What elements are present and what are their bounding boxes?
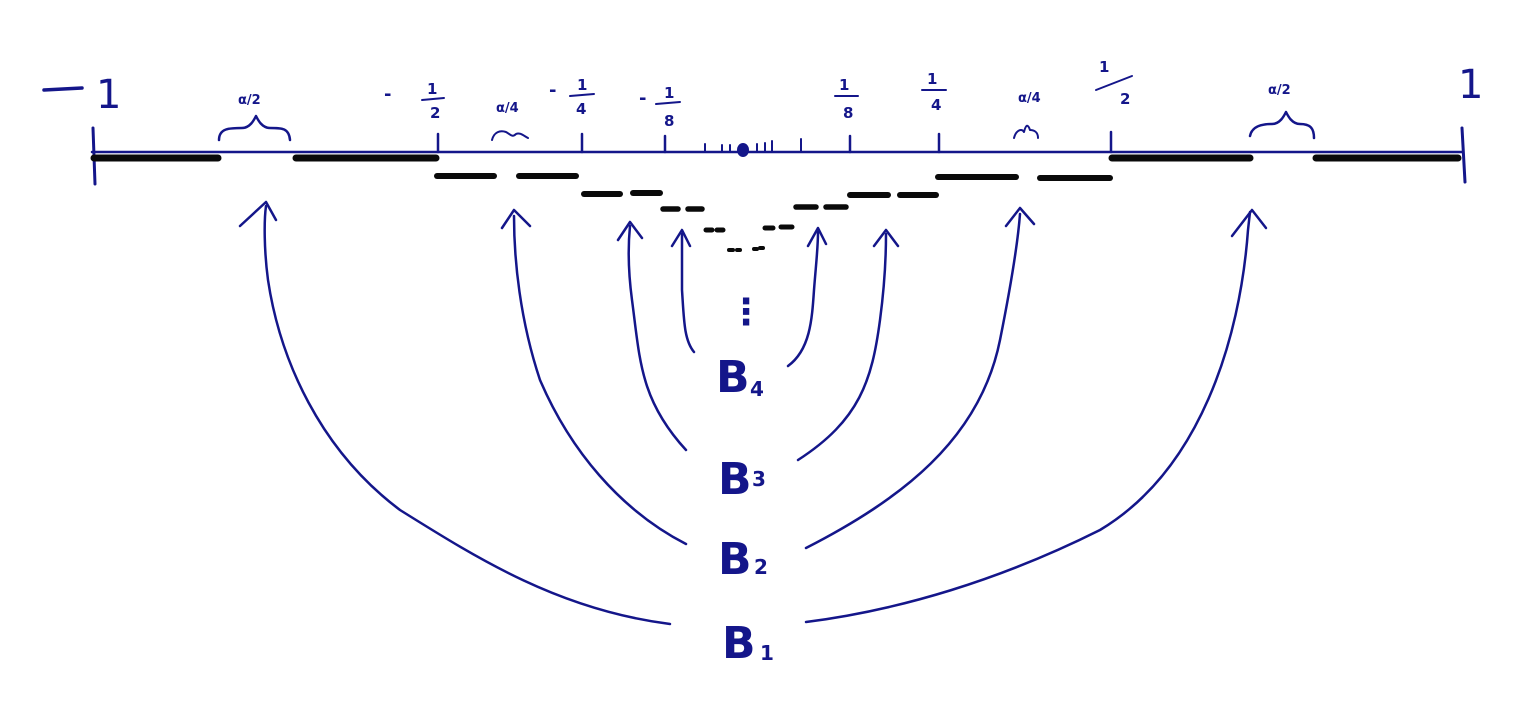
gap-brace: α/2	[217, 93, 292, 142]
tick-label-denominator: 8	[664, 112, 674, 130]
set-index: 4	[750, 377, 764, 401]
set-label-b3: B 3	[718, 454, 766, 505]
tick-label-sign: -	[384, 84, 391, 105]
arrow-b4-right	[786, 230, 820, 368]
left-end-label: 1	[96, 72, 121, 118]
tick-label: - 1 8	[639, 84, 681, 130]
tick-label: - 1 2	[384, 80, 445, 122]
tick-label: 1 8	[834, 76, 859, 122]
arrows-b3	[616, 220, 900, 462]
set-label-b4: B 4	[716, 352, 764, 403]
arrows-b4	[670, 226, 828, 368]
tick-label-numerator: 1	[577, 76, 587, 94]
right-end-label: 1	[1458, 62, 1483, 108]
gap-brace: α/4	[491, 101, 529, 141]
tick-label-denominator: 4	[576, 100, 586, 118]
set-letter: B	[722, 618, 756, 669]
set-index: 3	[752, 467, 766, 491]
tick-label-denominator: 8	[843, 104, 853, 122]
tick-label: - 1 4	[549, 76, 595, 118]
left-end-minus	[42, 86, 84, 92]
set-label-b2: B 2	[718, 534, 768, 585]
interval-bars	[90, 154, 1462, 252]
set-label-b1: B 1	[722, 618, 774, 669]
gap-label: α/4	[1018, 91, 1041, 106]
arrow-b3-right	[796, 232, 888, 462]
gap-label: α/4	[496, 101, 519, 116]
set-labels: B 4 B 3 B 2 B 1	[716, 352, 774, 669]
tick-label: 1 4	[921, 70, 947, 114]
tick-label-sign: -	[639, 88, 646, 109]
set-index: 2	[754, 555, 768, 579]
gap-label: α/2	[1268, 83, 1291, 98]
gap-label: α/2	[238, 93, 261, 108]
tick-label-numerator: 1	[427, 80, 437, 98]
set-index: 1	[760, 641, 774, 665]
tick-label-denominator: 4	[931, 96, 941, 114]
gap-annotations: α/2 α/4 α/4 α/2	[217, 83, 1316, 142]
tick-label: 1 2	[1095, 58, 1133, 108]
tick-label-denominator: 2	[1120, 90, 1130, 108]
arrow-b2-right	[804, 212, 1022, 550]
tick-marks	[436, 130, 1113, 157]
right-end-cap	[1460, 126, 1467, 184]
tick-label-numerator: 1	[1099, 58, 1109, 76]
tick-label-denominator: 2	[430, 104, 440, 122]
set-letter: B	[716, 352, 750, 403]
tick-label-numerator: 1	[927, 70, 937, 88]
tick-label-sign: -	[549, 80, 556, 101]
arrows-b1	[238, 200, 1268, 626]
set-letter: B	[718, 534, 752, 585]
tick-labels: - 1 2 - 1 4 - 1 8 1 8 1 4	[384, 58, 1133, 130]
continuation-dots: ⋮	[728, 292, 764, 333]
tick-label-numerator: 1	[664, 84, 674, 102]
gap-brace: α/4	[1013, 91, 1041, 139]
arrow-b1-right	[804, 210, 1252, 624]
arrows-b2	[500, 206, 1036, 550]
zero-point	[737, 143, 749, 157]
arrow-b1-left	[263, 204, 672, 626]
arrow-b2-left	[512, 214, 688, 546]
arrow-b3-left	[627, 224, 688, 452]
arrow-b4-left	[680, 232, 696, 354]
gap-brace: α/2	[1248, 83, 1316, 140]
tick-label-numerator: 1	[839, 76, 849, 94]
set-letter: B	[718, 454, 752, 505]
